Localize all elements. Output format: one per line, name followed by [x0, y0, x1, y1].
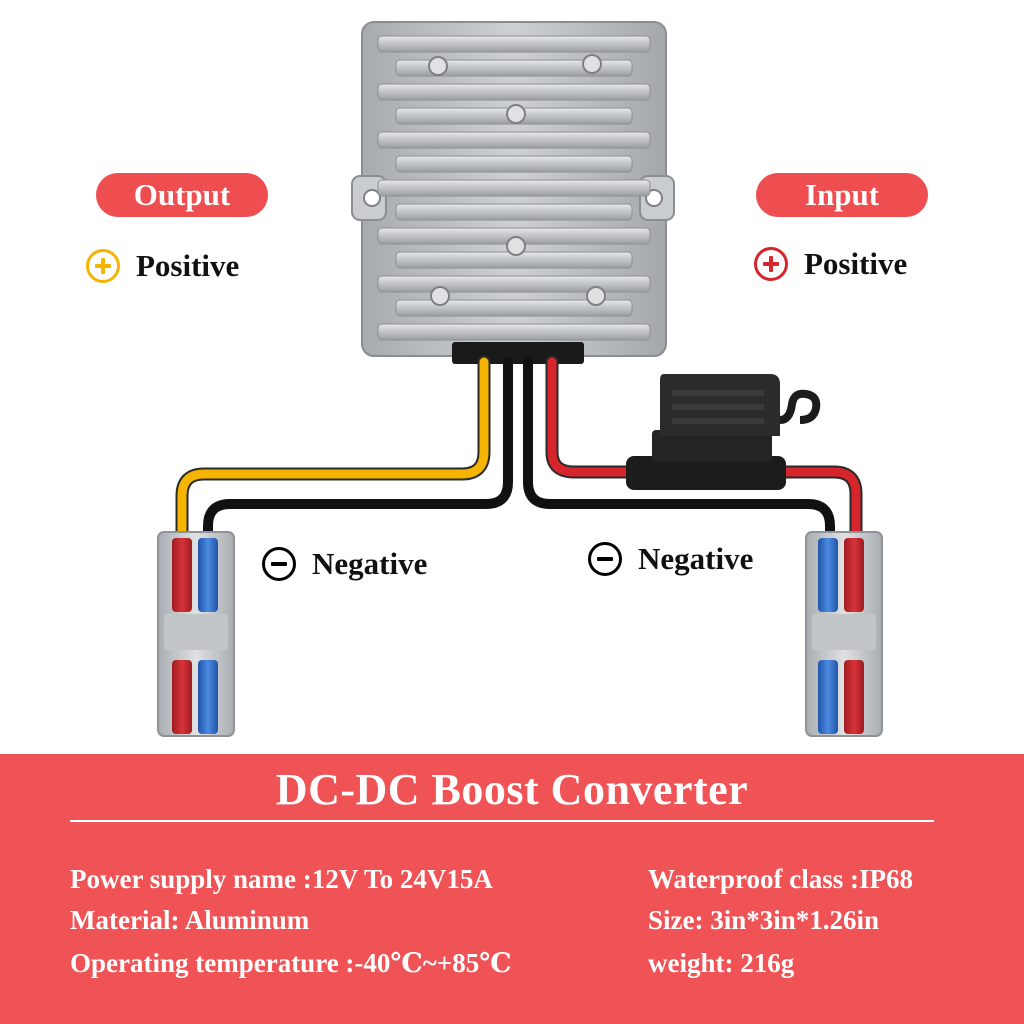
- heatsink-fin: [377, 131, 651, 149]
- spec-banner: DC-DC Boost Converter Power supply name …: [0, 754, 1024, 1024]
- heatsink-fin: [395, 203, 633, 221]
- cable-boot: [452, 342, 584, 364]
- spec-power-supply: Power supply name :12V To 24V15A: [70, 864, 493, 894]
- converter-diagram: [157, 21, 883, 737]
- heatsink-screw: [586, 286, 606, 306]
- output-negative-wire: [203, 357, 513, 553]
- heatsink-screw: [506, 236, 526, 256]
- banner-title: DC-DC Boost Converter: [275, 765, 749, 814]
- output-lever-connector: [157, 531, 235, 737]
- output-positive-text: Positive: [136, 248, 240, 283]
- heatsink-fin: [395, 59, 633, 77]
- heatsink-fin: [377, 35, 651, 53]
- spec-weight: weight: 216g: [648, 948, 795, 978]
- input-negative-wire: [523, 357, 835, 553]
- heatsink-fin: [377, 275, 651, 293]
- heatsink-fin: [395, 155, 633, 173]
- spec-waterproof: Waterproof class :IP68: [648, 864, 913, 894]
- heatsink-screw: [506, 104, 526, 124]
- input-positive-wire: [545, 355, 643, 479]
- positive-yellow-icon: [86, 249, 120, 283]
- heatsink-fin: [377, 323, 651, 341]
- spec-material: Material: Aluminum: [70, 905, 310, 935]
- output-tag: Output: [96, 173, 268, 217]
- input-lever-connector: [805, 531, 883, 737]
- spec-operating-temperature: Operating temperature :-40℃~+85℃: [70, 948, 512, 978]
- input-negative-label: Negative: [588, 541, 753, 577]
- wires: [175, 355, 863, 555]
- output-positive-label: Positive: [86, 248, 239, 284]
- input-positive-text: Positive: [804, 246, 908, 281]
- spec-size: Size: 3in*3in*1.26in: [648, 905, 880, 935]
- negative-icon: [262, 547, 296, 581]
- heatsink-screw: [582, 54, 602, 74]
- input-positive-label: Positive: [754, 246, 907, 282]
- input-negative-text: Negative: [638, 541, 754, 576]
- banner-divider: [70, 820, 934, 822]
- negative-icon: [588, 542, 622, 576]
- heatsink-screw: [428, 56, 448, 76]
- output-negative-label: Negative: [262, 546, 427, 582]
- heatsink-screw: [430, 286, 450, 306]
- positive-red-icon: [754, 247, 788, 281]
- converter-heatsink: [351, 21, 675, 357]
- fuse-holder: [626, 374, 821, 490]
- heatsink-fin: [395, 299, 633, 317]
- heatsink-fin: [377, 83, 651, 101]
- output-negative-text: Negative: [312, 546, 428, 581]
- output-positive-wire: [175, 355, 491, 555]
- input-tag: Input: [756, 173, 928, 217]
- heatsink-fin: [377, 179, 651, 197]
